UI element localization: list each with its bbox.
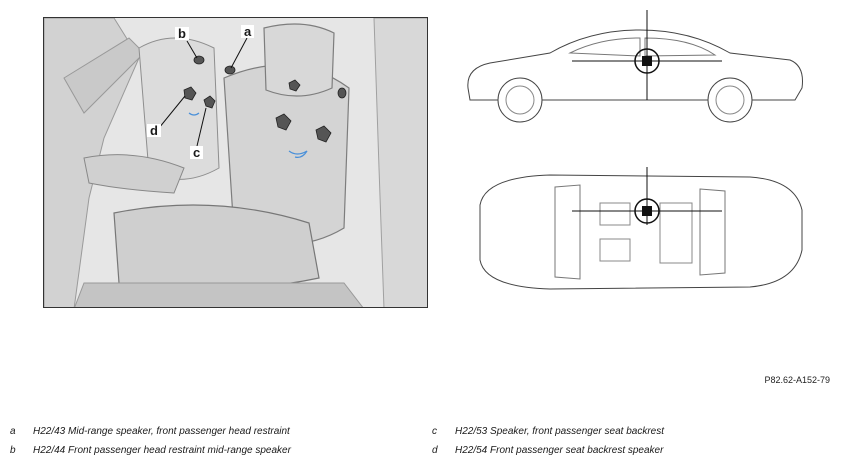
legend-key: c xyxy=(432,426,437,437)
legend-text: H22/53 Speaker, front passenger seat bac… xyxy=(455,426,665,437)
legend-text: H22/54 Front passenger seat backrest spe… xyxy=(455,445,664,456)
legend-key: d xyxy=(432,445,438,456)
legend-key: a xyxy=(10,426,16,437)
callout-b: b xyxy=(175,27,189,40)
seat-drawing xyxy=(44,18,427,307)
vehicle-top-view xyxy=(479,167,803,290)
legend-item: d H22/54 Front passenger seat backrest s… xyxy=(432,441,664,460)
figure-reference-code: P82.62-A152-79 xyxy=(764,375,830,385)
callout-d: d xyxy=(147,124,161,137)
legend-key: b xyxy=(10,445,16,456)
legend-item: c H22/53 Speaker, front passenger seat b… xyxy=(432,422,664,441)
legend-text: H22/43 Mid-range speaker, front passenge… xyxy=(33,426,290,437)
vehicle-side-view xyxy=(467,10,803,123)
callout-c: c xyxy=(190,146,204,159)
seat-interior-illustration: b a c d xyxy=(43,17,428,308)
legend-left: a H22/43 Mid-range speaker, front passen… xyxy=(10,422,291,460)
legend-item: a H22/43 Mid-range speaker, front passen… xyxy=(10,422,291,441)
callout-a: a xyxy=(241,25,255,38)
legend-right: c H22/53 Speaker, front passenger seat b… xyxy=(432,422,664,460)
legend-item: b H22/44 Front passenger head restraint … xyxy=(10,441,291,460)
legend-text: H22/44 Front passenger head restraint mi… xyxy=(33,445,291,456)
